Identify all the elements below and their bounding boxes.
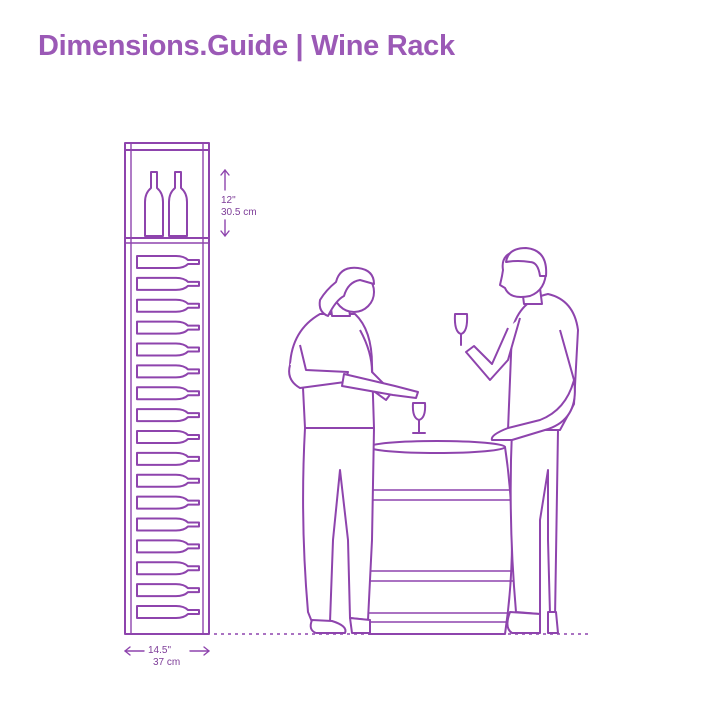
- stored-bottle: [136, 276, 200, 291]
- stored-bottle: [136, 517, 200, 532]
- stored-bottle: [136, 342, 200, 357]
- upright-bottle: [168, 171, 188, 237]
- stored-bottle: [136, 451, 200, 466]
- woman-figure: [288, 266, 427, 634]
- stored-bottle: [136, 255, 200, 269]
- stored-bottle: [136, 495, 200, 510]
- page-title: Dimensions.Guide | Wine Rack: [38, 30, 455, 62]
- wine-rack: [124, 142, 210, 635]
- height-label-imperial: 12": [221, 195, 236, 206]
- stored-bottle: [136, 583, 200, 598]
- width-dimension: [124, 646, 210, 656]
- stored-bottle: [136, 364, 200, 379]
- height-label-metric: 30.5 cm: [221, 207, 257, 218]
- stored-bottle: [136, 320, 200, 335]
- rack-frame: [124, 142, 210, 635]
- stored-bottle: [136, 298, 200, 313]
- stored-bottle: [136, 561, 200, 576]
- height-dimension: [220, 169, 230, 237]
- stored-bottle: [136, 473, 200, 488]
- arrow-down-icon: [220, 230, 230, 237]
- arrow-up-icon: [220, 169, 230, 176]
- stored-bottle: [136, 386, 200, 401]
- stored-bottle: [136, 539, 200, 554]
- stored-bottle: [136, 605, 200, 619]
- stored-bottle: [136, 408, 200, 423]
- width-label-imperial: 14.5": [148, 645, 172, 656]
- upright-bottle: [144, 171, 164, 237]
- man-figure: [453, 247, 579, 634]
- arrow-left-icon: [124, 646, 131, 656]
- wine-barrel: [358, 440, 516, 635]
- stored-bottle: [136, 430, 200, 444]
- arrow-right-icon: [203, 646, 210, 656]
- width-label-metric: 37 cm: [153, 657, 181, 668]
- stored-bottles: [136, 255, 200, 619]
